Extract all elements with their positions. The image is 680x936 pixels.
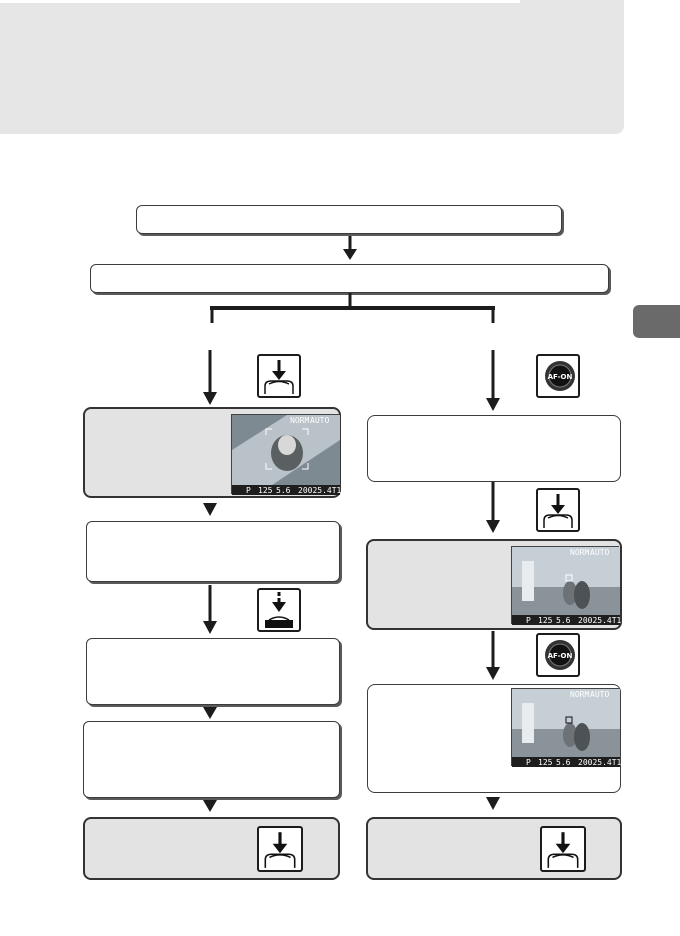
svg-text:125: 125 xyxy=(258,486,273,495)
viewfinder-screen-3: P 125 5.6 20025.4T1 NORM AUTO xyxy=(511,688,622,767)
shutter-half-press-icon xyxy=(257,354,301,398)
svg-text:AUTO: AUTO xyxy=(590,548,609,557)
svg-text:125: 125 xyxy=(538,616,553,625)
arrow-left-3 xyxy=(202,585,218,635)
svg-text:NORM: NORM xyxy=(570,690,589,699)
flow-box-right-step1 xyxy=(367,415,621,482)
header-divider xyxy=(0,0,520,3)
svg-text:AUTO: AUTO xyxy=(590,690,609,699)
arrow-right-1 xyxy=(485,350,501,412)
svg-text:5.6: 5.6 xyxy=(556,758,571,767)
header-band xyxy=(0,0,624,134)
arrow-right-2 xyxy=(485,482,501,534)
shutter-half-press-icon-left-end xyxy=(257,826,303,872)
arrow-right-3 xyxy=(485,631,501,681)
flow-box-left-step4 xyxy=(83,721,340,798)
arrow-right-4 xyxy=(485,794,501,814)
svg-text:AUTO: AUTO xyxy=(310,416,329,425)
shutter-half-press-icon-right-end xyxy=(540,826,586,872)
svg-text:P: P xyxy=(246,486,251,495)
af-on-button-icon-2: AF-ON xyxy=(536,633,580,677)
arrow-left-1 xyxy=(202,350,218,406)
svg-text:NORM: NORM xyxy=(570,548,589,557)
branch-connector xyxy=(210,293,495,323)
flow-box-left-step2 xyxy=(86,521,340,582)
arrow-left-4 xyxy=(202,705,218,721)
svg-text:20025.4T1: 20025.4T1 xyxy=(298,486,342,495)
svg-text:AF-ON: AF-ON xyxy=(548,652,573,660)
svg-text:5.6: 5.6 xyxy=(556,616,571,625)
svg-text:P: P xyxy=(526,616,531,625)
svg-text:20025.4T1: 20025.4T1 xyxy=(578,758,622,767)
shutter-half-press-icon-right xyxy=(536,488,580,532)
svg-text:20025.4T1: 20025.4T1 xyxy=(578,616,622,625)
viewfinder-screen-2: P 125 5.6 20025.4T1 NORM AUTO xyxy=(511,546,622,625)
arrow-down-1 xyxy=(342,236,358,262)
svg-text:NORM: NORM xyxy=(290,416,309,425)
arrow-left-2 xyxy=(202,500,218,520)
shutter-full-press-icon xyxy=(257,588,301,632)
svg-text:AF-ON: AF-ON xyxy=(548,373,573,381)
arrow-left-5 xyxy=(202,797,218,815)
flow-box-start xyxy=(136,205,562,234)
svg-text:5.6: 5.6 xyxy=(276,486,291,495)
af-on-button-icon: AF-ON xyxy=(536,354,580,398)
flow-box-left-step3 xyxy=(86,638,340,705)
chapter-tab xyxy=(633,305,680,338)
viewfinder-screen-1: P 125 5.6 20025.4T1 NORM AUTO xyxy=(231,414,342,495)
svg-text:125: 125 xyxy=(538,758,553,767)
svg-text:P: P xyxy=(526,758,531,767)
flow-box-choice xyxy=(90,264,609,293)
